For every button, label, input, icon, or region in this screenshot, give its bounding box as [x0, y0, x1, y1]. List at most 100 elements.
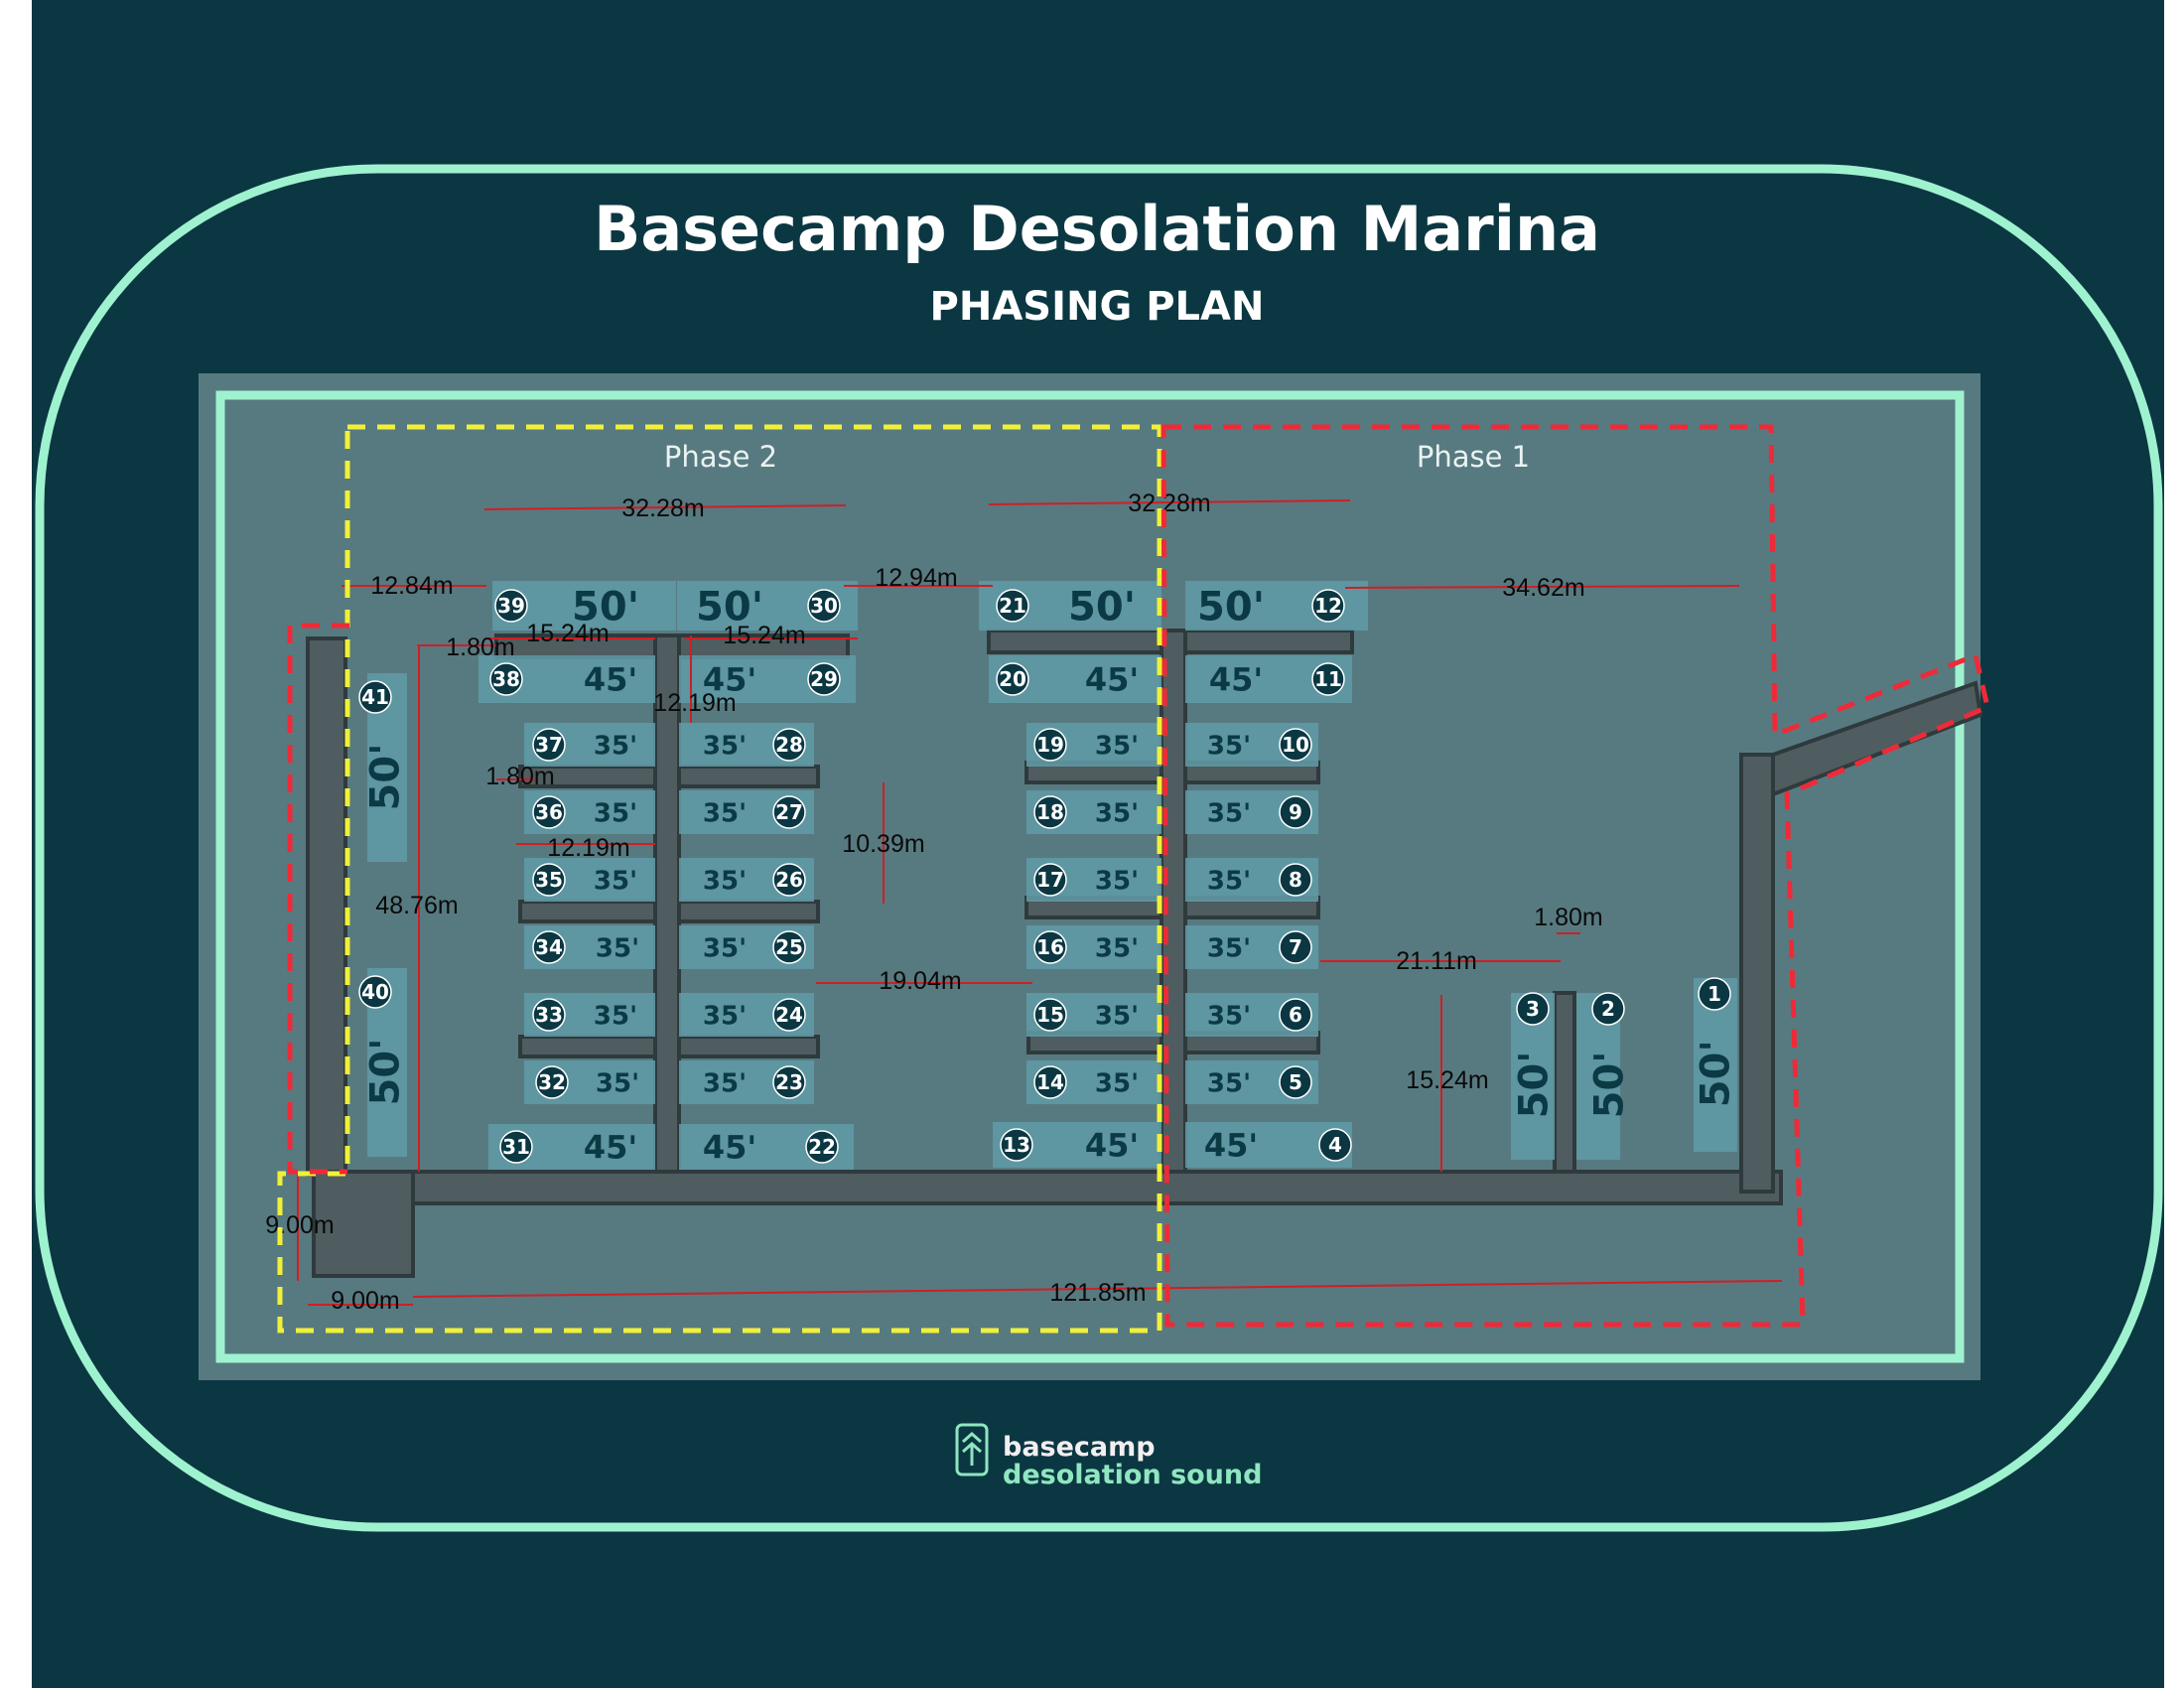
slip-length: 35': [596, 1068, 639, 1098]
slip-29: 29 45': [679, 655, 856, 703]
slip-number: 17: [1036, 868, 1064, 892]
plan-panel-border: [215, 390, 1965, 1363]
slip-32: 32 35': [524, 1060, 655, 1104]
slip-25: 25 35': [679, 925, 814, 969]
slip-number-badge: [489, 662, 523, 696]
slip-11: 11 45': [1185, 655, 1352, 703]
slip-2: 250': [1576, 992, 1632, 1160]
slip-number: 5: [1289, 1070, 1302, 1094]
logo-line-1: basecamp: [1003, 1432, 1156, 1463]
slip-length: 35': [596, 933, 639, 963]
slip-number: 24: [775, 1003, 803, 1027]
slip-number-badge: [532, 998, 566, 1032]
slip-number: 15: [1036, 1003, 1064, 1027]
slip-18: 18 35': [1026, 790, 1161, 834]
slip-length: 45': [1209, 661, 1263, 699]
slip-number: 29: [810, 667, 838, 691]
basecamp-logo: basecamp desolation sound: [955, 1423, 1262, 1490]
slip-number: 18: [1036, 800, 1064, 824]
slip-number: 25: [775, 935, 803, 959]
slip-number: 36: [535, 800, 563, 824]
dimension-label: 9.00m: [265, 1211, 334, 1239]
slip-31: 31 45': [488, 1124, 655, 1170]
logo-line-2: desolation sound: [1003, 1460, 1262, 1490]
slip-length: 45': [703, 1129, 756, 1167]
slip-number-badge: [1279, 795, 1312, 829]
slip-number-badge: [1033, 1065, 1067, 1099]
dock-segment: [306, 636, 347, 1177]
slip-length: 50': [1511, 1051, 1557, 1118]
slip-8: 835': [1185, 858, 1318, 902]
dimension-label: 10.39m: [842, 830, 924, 858]
dimension-label: 1.80m: [1534, 904, 1602, 931]
phase2-label: Phase 2: [664, 440, 777, 474]
slip-number: 32: [538, 1070, 566, 1094]
dimension-label: 32.28m: [1128, 490, 1210, 517]
slip-length: 45': [584, 1129, 637, 1167]
slip-number-badge: [996, 662, 1029, 696]
slip-length: 35': [1095, 731, 1139, 761]
slip-number-badge: [535, 1065, 569, 1099]
slip-length: 35': [594, 1001, 637, 1031]
slip-number: 11: [1314, 667, 1342, 691]
slip-24: 24 35': [679, 993, 814, 1037]
dimension-label: 1.80m: [446, 633, 514, 661]
slip-number: 31: [502, 1135, 530, 1159]
slip-number-badge: [772, 863, 806, 897]
dimension-label: 48.76m: [375, 892, 458, 919]
dimension-label: 12.19m: [547, 834, 629, 862]
slip-number: 21: [999, 594, 1026, 618]
slip-number: 37: [535, 733, 563, 757]
slip-number-badge: [807, 589, 841, 623]
slip-number-badge: [532, 863, 566, 897]
slip-length: 35': [1095, 866, 1139, 896]
slip-length: 35': [703, 933, 747, 963]
phase2-boundary: [277, 424, 1162, 1334]
slip-number: 38: [492, 667, 520, 691]
slip-3: 3 50': [1511, 992, 1557, 1160]
dock-segment: [987, 629, 1163, 654]
slip-length: 35': [1095, 798, 1139, 828]
dock-segment: [1553, 991, 1576, 1174]
slip-number-badge: [1698, 977, 1731, 1011]
slip-length: 35': [1095, 1001, 1139, 1031]
page-title: Basecamp Desolation Marina: [594, 193, 1600, 265]
slip-number: 1: [1707, 982, 1721, 1006]
slip-number: 35: [535, 868, 563, 892]
slip-number-badge: [772, 728, 806, 762]
slip-number-badge: [1000, 1128, 1033, 1162]
slip-number-badge: [772, 998, 806, 1032]
dock-segment: [653, 633, 681, 1174]
slip-number: 40: [361, 980, 389, 1004]
slip-number: 4: [1328, 1133, 1342, 1157]
dock-structures: [306, 629, 1983, 1278]
slip-number-badge: [805, 1130, 839, 1164]
slip-number-badge: [1311, 662, 1345, 696]
slip-length: 35': [703, 866, 747, 896]
slip-number-badge: [1318, 1128, 1352, 1162]
dock-segment: [677, 1035, 820, 1058]
slip-7: 735': [1185, 925, 1318, 969]
slip-number-badge: [1516, 992, 1550, 1026]
slip-number-badge: [358, 975, 392, 1009]
tree-icon-glyph: [962, 1431, 982, 1466]
dock-segment: [677, 900, 820, 923]
dimension-label: 32.28m: [621, 494, 704, 522]
slip-length: 35': [1207, 1001, 1251, 1031]
slip-number-badge: [494, 589, 528, 623]
slip-number: 34: [535, 935, 563, 959]
slip-number: 22: [808, 1135, 836, 1159]
slip-6: 635': [1185, 993, 1318, 1037]
slip-length: 35': [703, 1001, 747, 1031]
slip-number: 3: [1526, 997, 1540, 1021]
slip-length: 45': [703, 661, 756, 699]
slip-number-badge: [1279, 863, 1312, 897]
dimension-label: 21.11m: [1396, 947, 1477, 975]
